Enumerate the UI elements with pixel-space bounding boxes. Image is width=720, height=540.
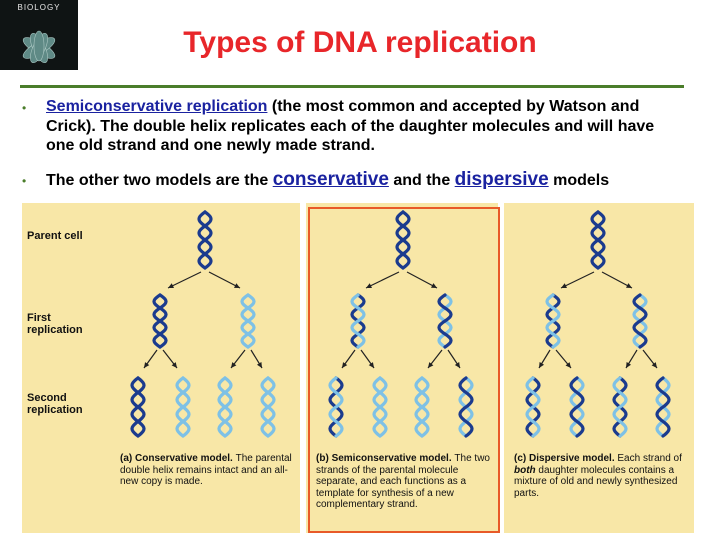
plant-image [22,30,56,64]
caption-b-title: Semiconservative model. [331,453,452,464]
logo-text: BIOLOGY [17,3,61,12]
caption-b-text: The two strands of the parental molecule… [316,453,490,510]
term-semiconservative: Semiconservative replication [46,98,268,115]
caption-c-label: (c) [514,453,527,464]
book-cover-logo: BIOLOGY [0,0,78,70]
bullet-marker: • [22,101,27,115]
caption-semiconservative: (b) Semiconservative model. The two stra… [316,453,492,511]
panel-divider [498,203,504,533]
replication-models-figure [22,203,694,533]
caption-dispersive: (c) Dispersive model. Each strand of bot… [514,453,690,499]
bullet-2: The other two models are the conservativ… [46,170,686,191]
caption-c-text-b: daughter molecules contains a mixture of… [514,464,678,499]
row-label-parent: Parent cell [27,230,83,242]
caption-a-text: The parental double helix remains intact… [120,453,292,487]
row-label-first: First replication [27,312,83,336]
caption-a-title: Conservative model. [135,453,233,464]
bullet-2-text-b: and the [388,172,455,189]
caption-c-title: Dispersive model. [529,453,615,464]
page-title: Types of DNA replication [183,26,537,59]
title-divider [20,85,684,88]
bullet-1: Semiconservative replication (the most c… [46,97,686,156]
caption-c-emphasis: both [514,464,536,476]
caption-c-text-a: Each strand of [617,453,682,464]
bullet-2-text-c: models [548,172,610,189]
term-conservative: conservative [272,169,389,190]
semiconservative-highlight-box [308,207,500,533]
panel-divider [300,203,306,533]
caption-a-label: (a) [120,453,133,464]
term-dispersive: dispersive [454,169,549,190]
row-label-second: Second replication [27,392,83,416]
bullet-marker: • [22,174,27,188]
bullet-2-text-a: The other two models are the [46,172,273,189]
bullet-1-text: (the most common and accepted by Watson … [46,98,655,154]
caption-b-label: (b) [316,453,329,464]
caption-conservative: (a) Conservative model. The parental dou… [120,453,292,488]
